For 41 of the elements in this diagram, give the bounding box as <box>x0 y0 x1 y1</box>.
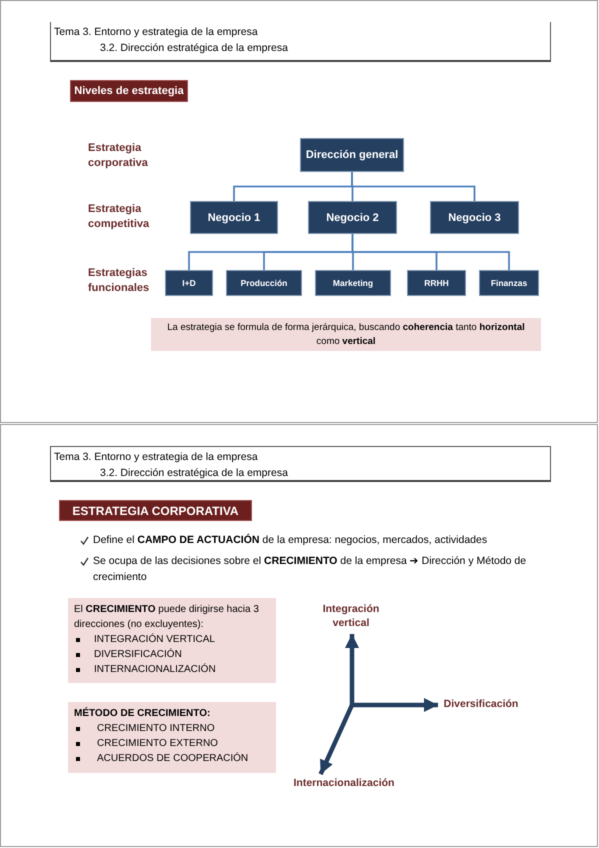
box-heading: El CRECIMIENTO puede dirigirse hacia 3 direcciones (no excluyentes): <box>74 604 259 630</box>
level-label: Estrategias funcionales <box>88 266 150 296</box>
header-text: Tema 3. Entorno y estrategia de la empresa <box>54 26 258 38</box>
bullet-text: Se ocupa de las decisiones sobre el CRECIMIENTO de la empresa ➔ Dirección y Método de crecimiento <box>93 554 528 585</box>
axis-label: Integración vertical <box>312 602 390 632</box>
org-chart-box: RRHH <box>407 270 466 296</box>
bullet-text: CRECIMIENTO EXTERNO <box>97 737 218 751</box>
axis-arrow <box>352 698 438 712</box>
org-chart-box: Marketing <box>315 270 391 296</box>
header-text: 3.2. Dirección estratégica de la empresa <box>100 467 288 479</box>
bullet-text: INTERNACIONALIZACIÓN <box>94 662 216 677</box>
axis-arrow <box>318 704 354 776</box>
bullet-text: Define el CAMPO DE ACTUACIÓN de la empresa: negocios, mercados, actividades <box>93 532 488 548</box>
bullet-text: CRECIMIENTO INTERNO <box>97 722 215 736</box>
org-chart-box: Negocio 3 <box>430 201 519 234</box>
axis-arrow <box>345 634 359 705</box>
header-text: Tema 3. Entorno y estrategia de la empresa <box>54 451 258 463</box>
org-chart-box: I+D <box>165 270 213 296</box>
header-text: 3.2. Dirección estratégica de la empresa <box>100 42 288 54</box>
level-label: Estrategia corporativa <box>88 141 149 171</box>
bullet-text: ACUERDOS DE COOPERACIÓN <box>97 751 248 766</box>
connector-line <box>352 234 510 270</box>
box-heading: MÉTODO DE CRECIMIENTO: <box>74 708 210 719</box>
title-banner: Niveles de estrategia <box>70 80 188 102</box>
org-chart-box: Negocio 2 <box>308 201 397 234</box>
title-banner: ESTRATEGIA CORPORATIVA <box>59 500 252 521</box>
bullet-text: INTEGRACIÓN VERTICAL <box>94 632 215 647</box>
info-box <box>68 598 276 683</box>
header-box <box>50 22 551 62</box>
bullet-text: DIVERSIFICACIÓN <box>94 647 182 662</box>
axis-label: Diversificación <box>440 697 522 713</box>
connector-line <box>351 172 476 201</box>
note-box: La estrategia se formula de forma jerárquica, buscando coherencia tanto horizontal como vertical <box>151 318 541 351</box>
info-box <box>68 702 276 773</box>
org-chart-box: Producción <box>226 270 302 296</box>
header-box <box>50 446 551 482</box>
org-chart-box: Negocio 1 <box>190 201 278 234</box>
level-label: Estrategia competitiva <box>88 202 150 232</box>
axis-label: Internacionalización <box>286 776 402 792</box>
org-chart-box: Dirección general <box>300 138 404 172</box>
org-chart-box: Finanzas <box>479 270 539 296</box>
